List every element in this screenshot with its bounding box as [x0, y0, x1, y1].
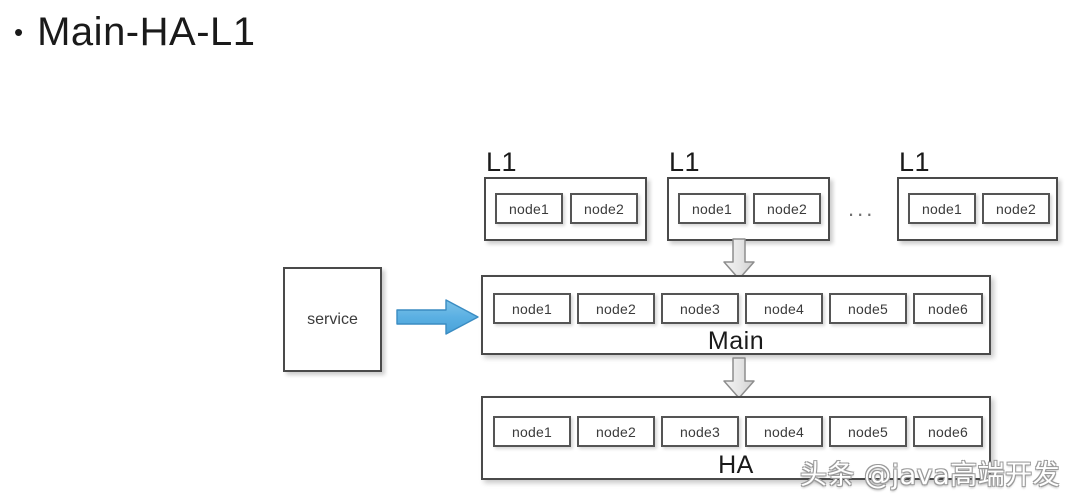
- node-chip: node5: [829, 416, 907, 447]
- node-chip: node1: [678, 193, 746, 224]
- node-chip: node1: [493, 416, 571, 447]
- node-chip: node4: [745, 293, 823, 324]
- main-row-box: node1 node2 node3 node4 node5 node6 Main: [481, 275, 991, 355]
- blue-right-arrow-icon: [396, 299, 479, 335]
- node-chip: node1: [908, 193, 976, 224]
- ha-row-label: HA: [718, 451, 754, 479]
- l1-label: L1: [669, 147, 701, 177]
- node-chip: node2: [753, 193, 821, 224]
- node-chip: node3: [661, 416, 739, 447]
- node-chip: node6: [913, 416, 983, 447]
- l1-group-2: L1 node1 node2: [667, 147, 830, 241]
- ha-row-box: node1 node2 node3 node4 node5 node6 HA: [481, 396, 991, 480]
- watermark-text: 头条 @java高端开发: [800, 460, 1061, 491]
- node-chip: node2: [577, 293, 655, 324]
- gray-down-arrow-icon-l1-main: [723, 238, 755, 280]
- node-chip: node1: [493, 293, 571, 324]
- service-box: service: [283, 267, 382, 372]
- title-text: Main-HA-L1: [37, 10, 256, 54]
- gray-down-arrow-icon-main-ha: [723, 357, 755, 399]
- ellipsis-label: ...: [848, 196, 876, 221]
- node-chip: node2: [982, 193, 1050, 224]
- node-chip: node2: [570, 193, 638, 224]
- l1-group-1: L1 node1 node2: [484, 147, 647, 241]
- page-title: • Main-HA-L1: [14, 6, 256, 58]
- service-label: service: [307, 310, 358, 328]
- main-row-label: Main: [707, 327, 765, 355]
- l1-label: L1: [486, 147, 518, 177]
- node-chip: node6: [913, 293, 983, 324]
- node-chip: node1: [495, 193, 563, 224]
- l1-group-3: L1 node1 node2: [897, 147, 1058, 241]
- node-chip: node5: [829, 293, 907, 324]
- node-chip: node4: [745, 416, 823, 447]
- l1-label: L1: [899, 147, 931, 177]
- node-chip: node3: [661, 293, 739, 324]
- title-bullet-icon: •: [14, 17, 24, 47]
- node-chip: node2: [577, 416, 655, 447]
